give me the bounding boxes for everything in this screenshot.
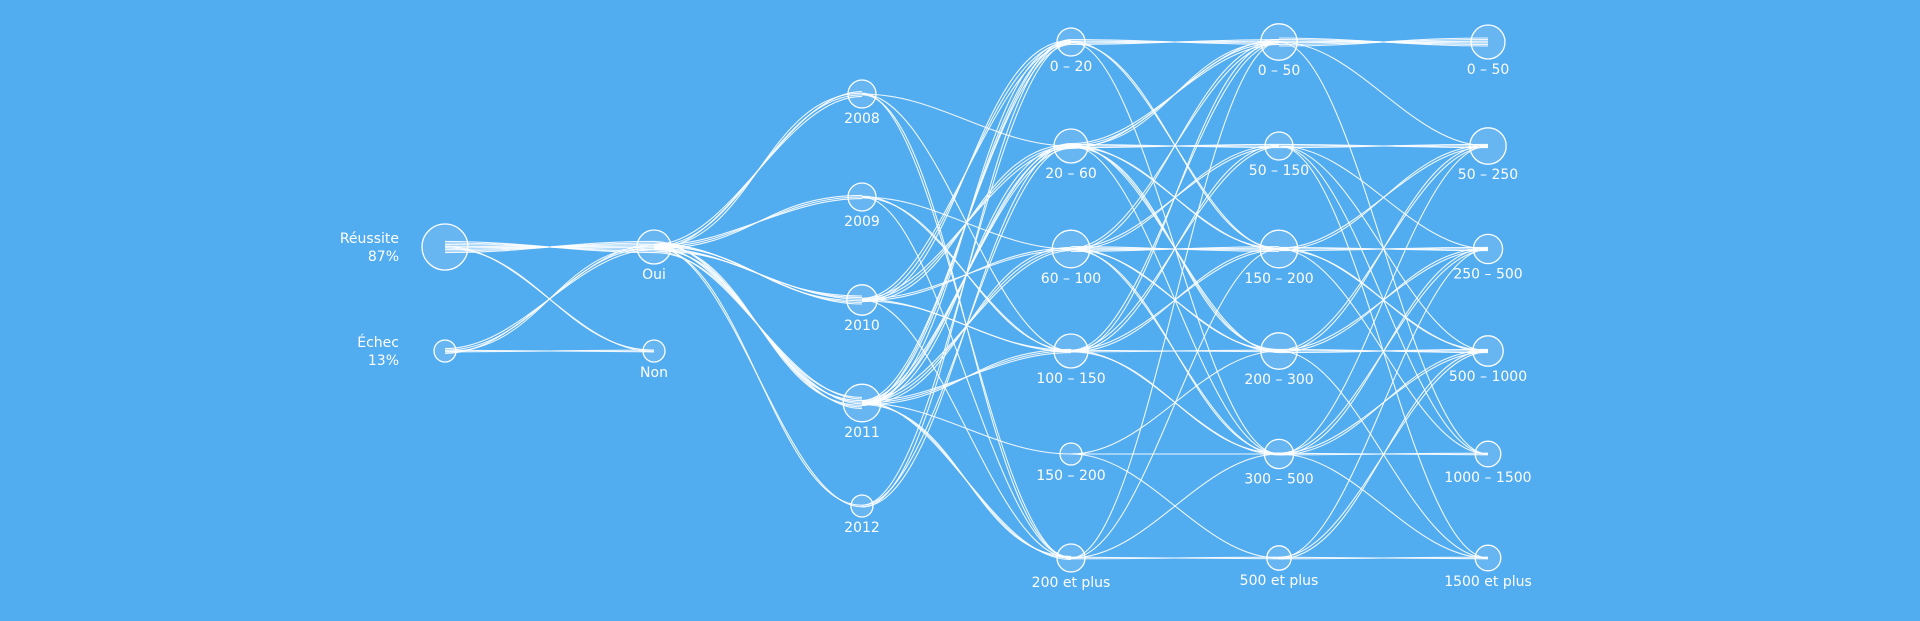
flow-link: [1070, 453, 1280, 559]
flow-link: [1278, 349, 1489, 560]
node-label-b0: 0 – 50: [1258, 63, 1301, 79]
node-label-c0: 0 – 50: [1467, 62, 1510, 78]
node-label-y2008: 2008: [844, 111, 880, 127]
node-label-a5: 200 et plus: [1032, 575, 1111, 591]
flow-link: [861, 39, 1072, 303]
node-label-y2009: 2009: [844, 214, 880, 230]
node-label-a4: 150 – 200: [1036, 468, 1105, 484]
node-label-c2: 250 – 500: [1453, 267, 1522, 283]
node-c3[interactable]: [1472, 335, 1504, 367]
node-a4[interactable]: [1059, 442, 1083, 466]
node-y2011[interactable]: [842, 383, 882, 423]
node-label-oui: Oui: [642, 267, 666, 283]
flow-link: [653, 91, 863, 250]
flow-link: [1278, 248, 1489, 559]
node-b4[interactable]: [1263, 438, 1295, 470]
node-label-b5: 500 et plus: [1240, 573, 1319, 589]
flow-link: [1278, 556, 1489, 560]
node-c0[interactable]: [1470, 24, 1506, 60]
flow-link: [1278, 37, 1489, 47]
flow-link: [1278, 145, 1489, 455]
node-label-y2011: 2011: [844, 425, 880, 441]
node-label-b1: 50 – 150: [1249, 163, 1309, 179]
node-label-a1: 20 – 60: [1045, 166, 1097, 182]
node-c5[interactable]: [1474, 544, 1502, 572]
flow-link: [861, 93, 1072, 147]
flow-link: [1070, 40, 1280, 353]
flow-link: [1070, 40, 1280, 251]
flow-link: [444, 349, 655, 353]
flow-links: [444, 37, 1489, 561]
flow-link: [861, 404, 1072, 557]
flow-link: [1278, 144, 1489, 353]
flow-nodes: [421, 23, 1507, 573]
node-a3[interactable]: [1053, 333, 1089, 369]
node-label-reussite: Réussite: [340, 231, 399, 247]
node-c2[interactable]: [1472, 233, 1504, 265]
node-label-y2010: 2010: [844, 318, 880, 334]
node-oui[interactable]: [636, 229, 672, 265]
flow-link: [653, 250, 863, 297]
flow-link: [1278, 143, 1489, 149]
flow-link: [1070, 144, 1280, 353]
node-label-non: Non: [640, 365, 668, 381]
node-label-c1: 50 – 250: [1458, 167, 1518, 183]
flow-link: [861, 40, 1072, 508]
flow-link: [1070, 41, 1280, 559]
flow-link: [1070, 248, 1280, 559]
node-b2[interactable]: [1259, 229, 1299, 269]
node-label-a2: 60 – 100: [1041, 271, 1101, 287]
node-label-b4: 300 – 500: [1244, 472, 1313, 488]
node-value-reussite: 87%: [368, 249, 399, 265]
node-value-echec: 13%: [368, 353, 399, 369]
node-reussite[interactable]: [421, 223, 469, 271]
node-label-c5: 1500 et plus: [1444, 574, 1532, 590]
flow-link: [861, 39, 1072, 406]
flow-link: [1070, 39, 1280, 45]
node-c1[interactable]: [1469, 127, 1507, 165]
node-label-c3: 500 – 1000: [1449, 369, 1527, 385]
flow-link: [1278, 144, 1489, 251]
node-a5[interactable]: [1056, 543, 1086, 573]
flow-link: [1070, 349, 1280, 353]
node-label-a0: 0 – 20: [1050, 59, 1093, 75]
node-a1[interactable]: [1053, 128, 1089, 164]
node-b5[interactable]: [1266, 545, 1292, 571]
node-echec[interactable]: [433, 339, 457, 363]
flow-link: [861, 402, 1072, 455]
flow-link: [444, 244, 655, 354]
flow-link: [1278, 41, 1489, 147]
node-a2[interactable]: [1051, 229, 1091, 269]
flow-link: [653, 247, 863, 506]
node-label-a3: 100 – 150: [1036, 371, 1105, 387]
flow-link: [1278, 453, 1489, 559]
flow-link: [1070, 39, 1280, 149]
node-y2010[interactable]: [846, 284, 878, 316]
node-label-c4: 1000 – 1500: [1444, 470, 1531, 486]
node-label-b2: 150 – 200: [1244, 271, 1313, 287]
flow-link: [861, 144, 1072, 508]
node-b3[interactable]: [1260, 332, 1298, 370]
node-label-y2012: 2012: [844, 520, 880, 536]
node-y2008[interactable]: [847, 79, 877, 109]
node-y2012[interactable]: [850, 494, 874, 518]
node-non[interactable]: [642, 339, 666, 363]
node-label-echec: Échec: [357, 334, 399, 351]
node-y2009[interactable]: [847, 182, 877, 212]
node-b1[interactable]: [1264, 131, 1294, 161]
node-c4[interactable]: [1474, 440, 1502, 468]
node-a0[interactable]: [1056, 27, 1086, 57]
flow-link: [1278, 247, 1489, 456]
node-b0[interactable]: [1260, 23, 1298, 61]
flow-link: [861, 348, 1072, 406]
flow-link: [1070, 556, 1280, 560]
node-label-b3: 200 – 300: [1244, 372, 1313, 388]
